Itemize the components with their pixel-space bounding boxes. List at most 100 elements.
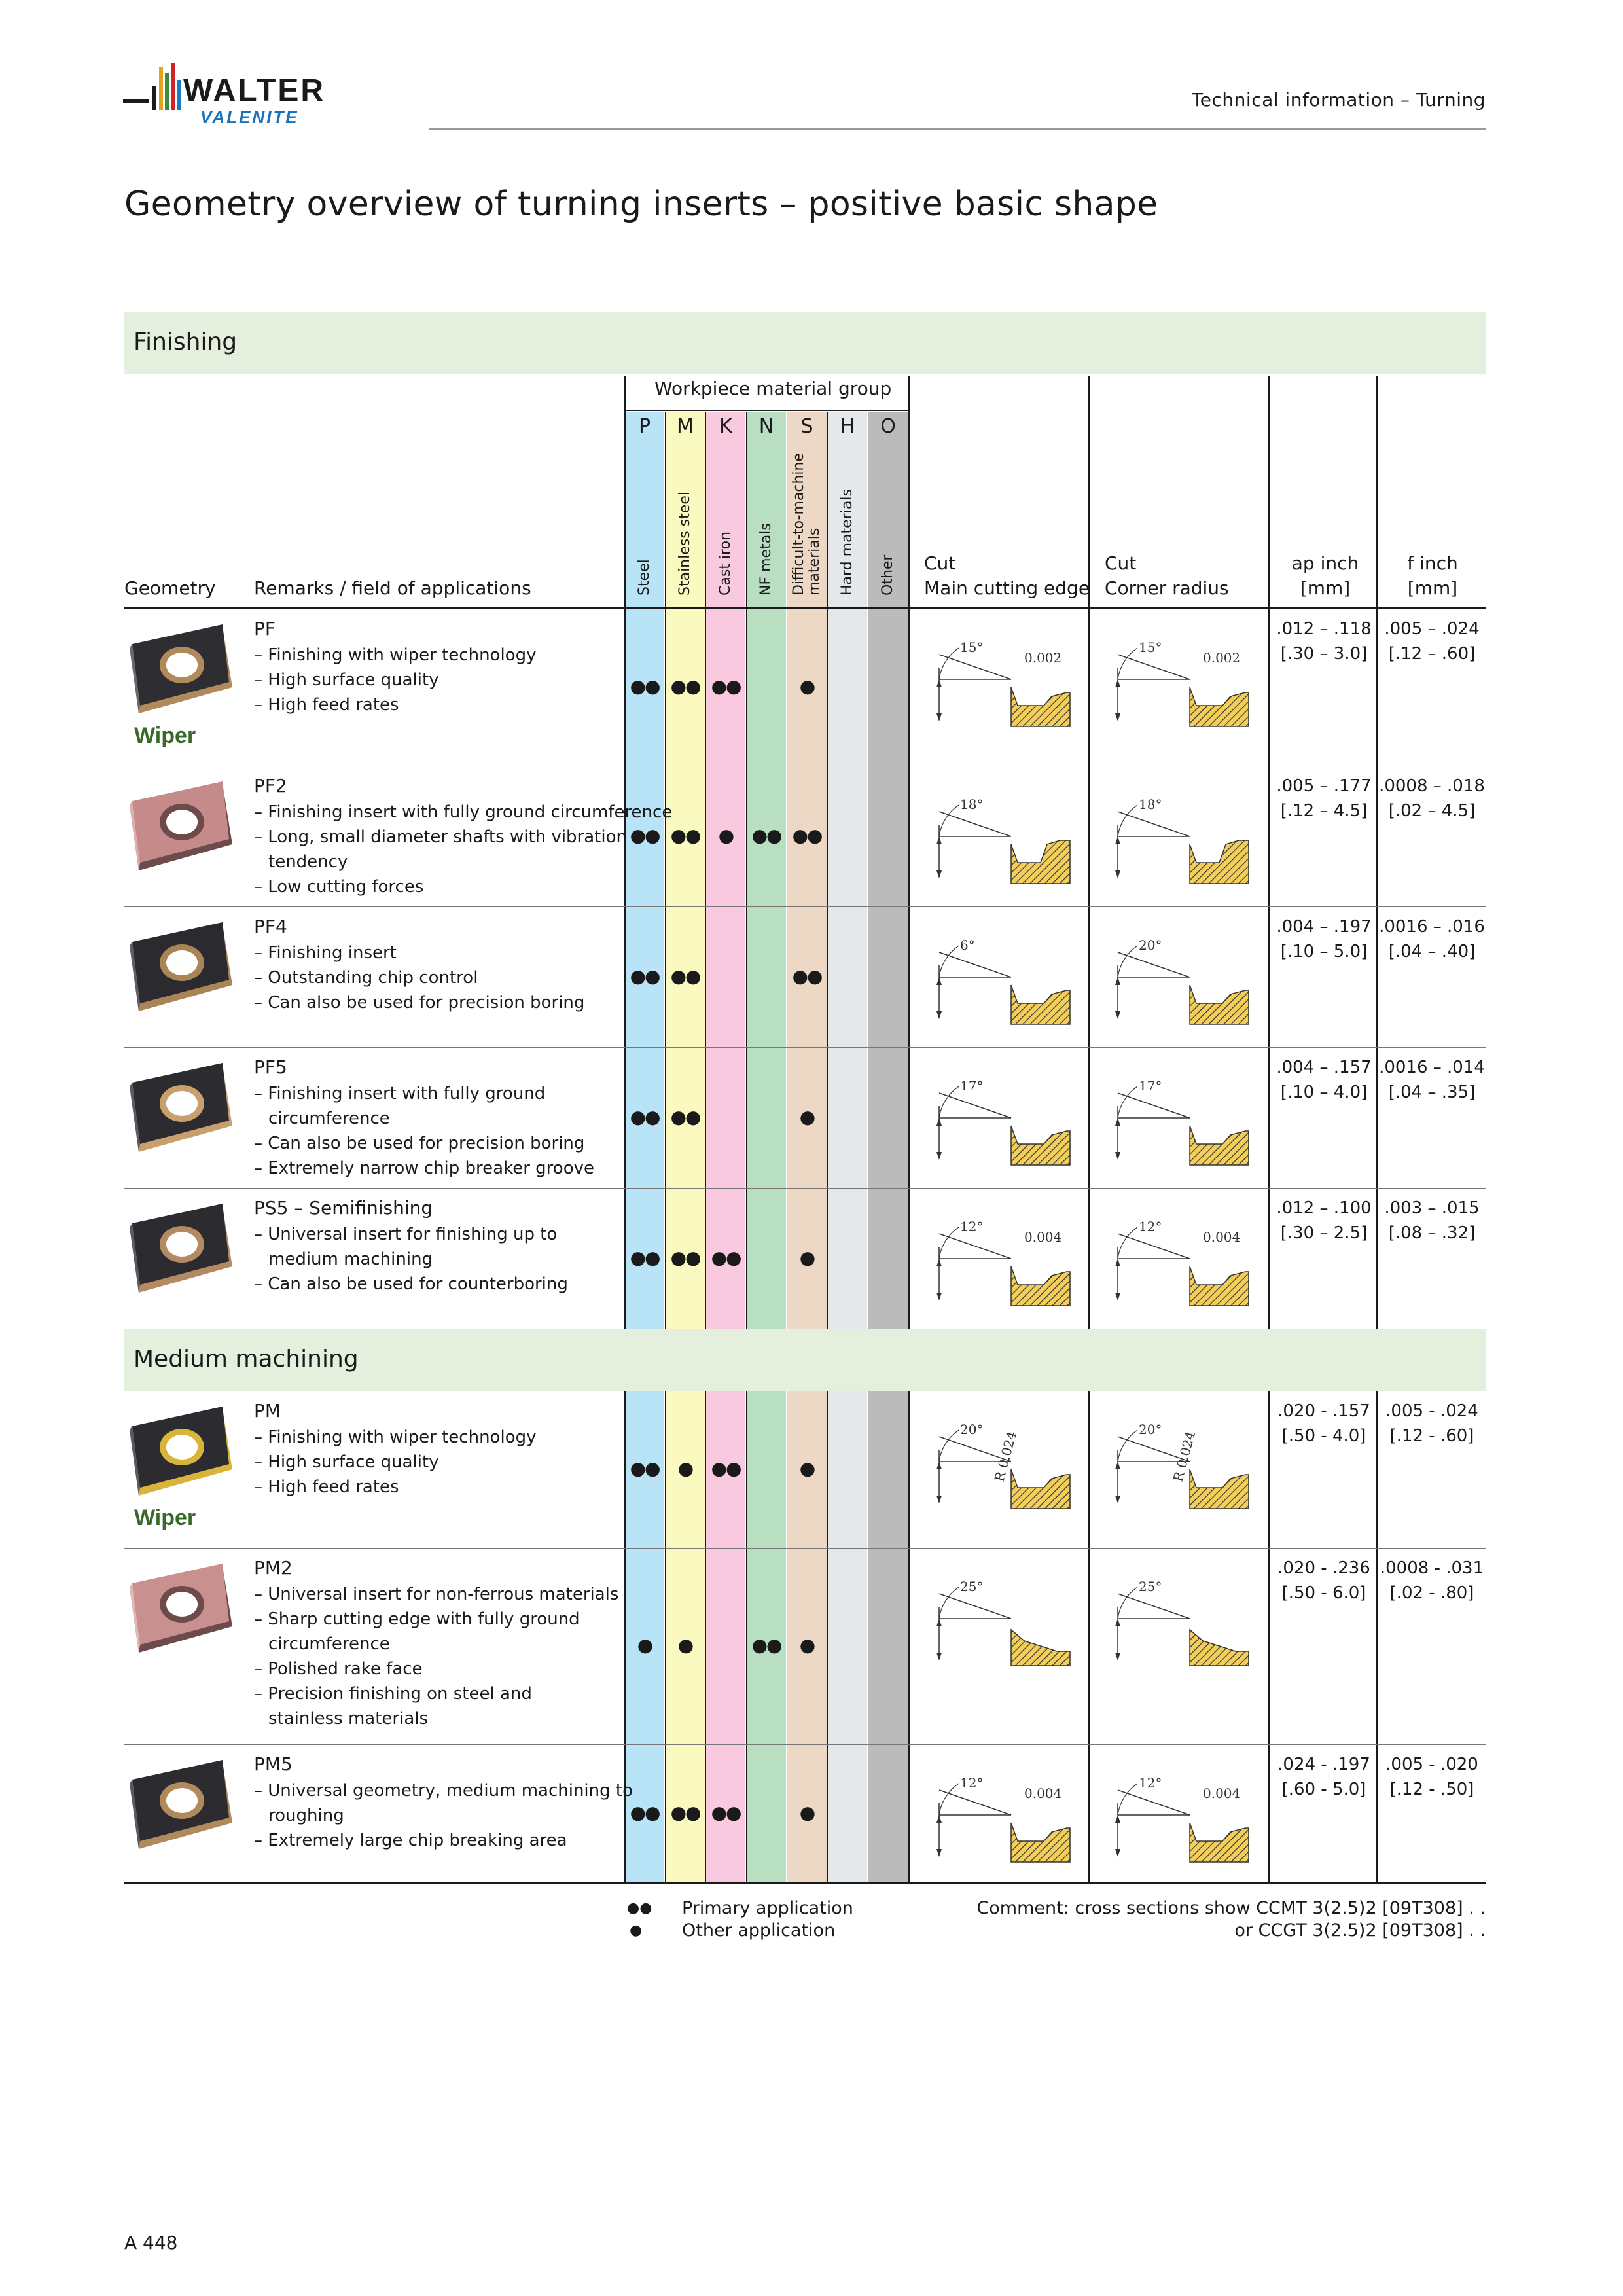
main-cutting-edge-diagram: 25° xyxy=(936,1579,1071,1666)
geometry-remarks: – Finishing insert– Outstanding chip con… xyxy=(254,941,584,1015)
material-letter-M: M xyxy=(677,415,694,438)
application-dots: ● xyxy=(677,1634,694,1656)
corner-radius-diagram: 18° xyxy=(1115,797,1249,884)
f-range: .005 - .024 xyxy=(1385,1401,1478,1421)
ap-range: .004 – .157 xyxy=(1276,1058,1372,1077)
application-dots: ●● xyxy=(630,965,661,987)
material-column-S xyxy=(787,412,827,1882)
insert-image xyxy=(130,922,232,1011)
ap-range-mm: [.50 - 4.0] xyxy=(1281,1426,1366,1446)
table-column-rule xyxy=(705,412,706,1882)
legend-primary-symbol: ●● xyxy=(627,1900,652,1916)
wiper-badge: Wiper xyxy=(134,1505,196,1530)
application-dots: ● xyxy=(799,1801,815,1823)
material-label-H: Hard materials xyxy=(839,489,855,596)
table-column-rule xyxy=(746,412,747,1882)
section-medium-machining: Medium machining xyxy=(124,1329,1486,1391)
table-row-rule xyxy=(124,1188,1486,1189)
remark-line: – Can also be used for precision boring xyxy=(254,993,585,1013)
geometry-remarks: – Finishing insert with fully ground cir… xyxy=(254,800,672,899)
header-rule xyxy=(429,128,1486,130)
application-dots: ● xyxy=(799,1105,815,1128)
wiper-badge: Wiper xyxy=(134,723,196,748)
application-dots: ●● xyxy=(670,1105,702,1128)
geometry-name: PF2 xyxy=(254,775,287,797)
application-dots: ●● xyxy=(670,965,702,987)
remark-line: stainless materials xyxy=(268,1709,429,1729)
f-range-mm: [.12 - .50] xyxy=(1389,1780,1474,1799)
ap-range-mm: [.60 - 5.0] xyxy=(1281,1780,1366,1799)
cut-angle-label: 25° xyxy=(1139,1579,1162,1594)
comment-line-1: Comment: cross sections show CCMT 3(2.5)… xyxy=(976,1898,1486,1918)
material-column-K xyxy=(706,412,745,1882)
material-column-N xyxy=(747,412,786,1882)
application-dots: ●● xyxy=(630,675,661,697)
f-range-mm: [.12 – .60] xyxy=(1388,644,1476,664)
f-range-mm: [.04 – .40] xyxy=(1388,942,1476,961)
logo-walter-text: WALTER xyxy=(183,73,325,108)
material-label-N: NF metals xyxy=(758,523,774,596)
table-row-rule xyxy=(124,1047,1486,1048)
cut-angle-label: 18° xyxy=(960,797,983,812)
ap-range-mm: [.10 – 4.0] xyxy=(1280,1083,1368,1102)
section-finishing-label: Finishing xyxy=(134,329,238,355)
remark-line: – Finishing with wiper technology xyxy=(254,645,537,665)
table-column-rule xyxy=(624,376,626,1882)
f-range: .005 - .020 xyxy=(1385,1755,1478,1774)
corner-radius-diagram: 15° 0.002 xyxy=(1115,639,1249,727)
application-dots: ●● xyxy=(711,1801,742,1823)
remark-line: – High surface quality xyxy=(254,670,439,690)
application-dots: ● xyxy=(799,675,815,697)
ap-range-mm: [.10 – 5.0] xyxy=(1280,942,1368,961)
cut-angle-label: 25° xyxy=(960,1579,983,1594)
application-dots: ●● xyxy=(630,1246,661,1268)
geometry-name: PF xyxy=(254,618,276,639)
cut-land-label: 0.004 xyxy=(1203,1229,1240,1245)
cut-angle-label: 15° xyxy=(1139,639,1162,655)
application-dots: ●● xyxy=(630,1458,661,1479)
corner-radius-diagram: 12°0.004 xyxy=(1115,1775,1249,1863)
material-label-S-line2: materials xyxy=(806,528,823,596)
application-dots: ● xyxy=(799,1458,815,1479)
ap-range: .012 – .118 xyxy=(1276,619,1372,639)
header-remarks: Remarks / field of applications xyxy=(254,577,531,599)
ap-range: .005 – .177 xyxy=(1276,776,1372,796)
material-letter-N: N xyxy=(758,415,774,438)
table-bottom-rule xyxy=(124,1882,1486,1884)
f-range-mm: [.02 – 4.5] xyxy=(1388,801,1476,821)
ap-range-mm: [.30 – 3.0] xyxy=(1280,644,1368,664)
geometry-name: PM2 xyxy=(254,1557,293,1579)
application-dots: ● xyxy=(799,1634,815,1656)
material-column-O xyxy=(868,412,908,1882)
application-dots: ●● xyxy=(711,1246,742,1268)
remark-line: – Long, small diameter shafts with vibra… xyxy=(254,827,627,847)
legend-other: Other application xyxy=(682,1920,836,1941)
geometry-name: PS5 – Semifinishing xyxy=(254,1197,433,1219)
legend-primary: Primary application xyxy=(682,1898,853,1918)
header-cut-main-1: Cut xyxy=(924,552,956,574)
application-dots: ●● xyxy=(630,824,661,846)
geometry-name: PM xyxy=(254,1400,281,1422)
application-dots: ●● xyxy=(792,824,823,846)
remark-line: – High feed rates xyxy=(254,695,399,715)
insert-image xyxy=(130,781,232,870)
cut-land-label: 0.002 xyxy=(1203,650,1240,666)
application-dots: ●● xyxy=(670,824,702,846)
remark-line: circumference xyxy=(268,1109,390,1128)
cut-angle-label: 12° xyxy=(960,1219,983,1234)
application-dots: ●● xyxy=(751,1634,783,1656)
remark-line: – Can also be used for precision boring xyxy=(254,1134,585,1153)
f-range-mm: [.08 – .32] xyxy=(1388,1223,1476,1243)
logo-valenite-text: VALENITE xyxy=(200,107,299,127)
corner-radius-diagram: 20° xyxy=(1115,937,1249,1025)
main-cutting-edge-diagram: 17° xyxy=(936,1078,1071,1166)
table-column-rule xyxy=(1376,376,1378,1882)
geometry-remarks: – Finishing with wiper technology – High … xyxy=(254,643,537,717)
f-range: .0016 – .016 xyxy=(1379,917,1485,937)
table-column-rule xyxy=(665,412,666,1882)
header-ap-unit: [mm] xyxy=(1300,577,1351,599)
remark-line: medium machining xyxy=(268,1249,433,1269)
header-ap: ap inch xyxy=(1291,552,1359,574)
geometry-name: PM5 xyxy=(254,1753,293,1775)
